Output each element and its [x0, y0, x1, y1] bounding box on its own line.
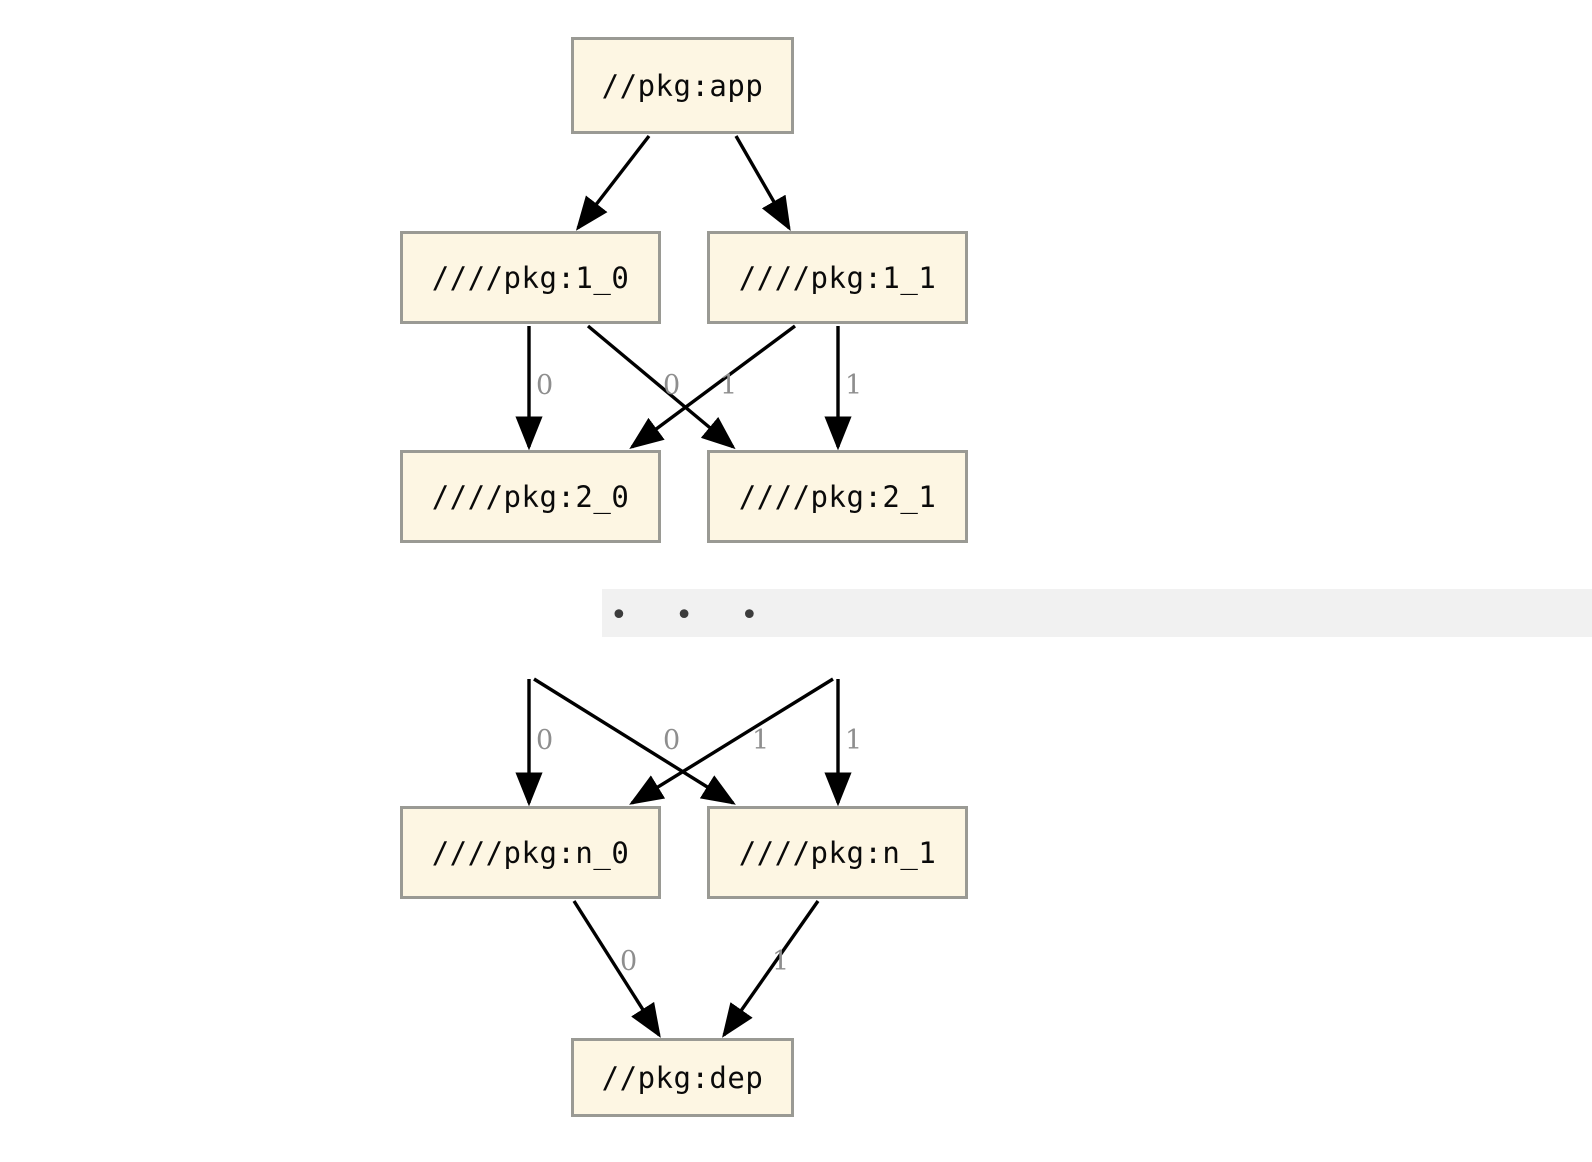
e-up2-n_0: [629, 677, 834, 805]
edge-label-e-up2-n_1: 1: [845, 725, 863, 756]
e-app-1_1: [734, 135, 791, 231]
node-ln_1[interactable]: ////pkg:n_1: [707, 806, 968, 899]
node-label: ////pkg:1_1: [738, 260, 937, 295]
edge-label-e-up2-n_0: 1: [752, 725, 770, 756]
e-1_0-2_1: [586, 324, 736, 450]
e-up-n_1: [533, 677, 736, 805]
edge-label-e-n_1-dep: 1: [772, 946, 790, 977]
edge-label-e-up-n_1: 0: [663, 725, 681, 756]
node-label: ////pkg:n_0: [431, 835, 630, 870]
e-app-1_0: [575, 134, 651, 231]
node-ln_0[interactable]: ////pkg:n_0: [400, 806, 661, 899]
node-label: //pkg:app: [601, 68, 764, 103]
node-l1_1[interactable]: ////pkg:1_1: [707, 231, 968, 324]
ellipsis-separator-band: • • •: [602, 589, 1592, 637]
node-l2_1[interactable]: ////pkg:2_1: [707, 450, 968, 543]
edge-label-e-n_0-dep: 0: [620, 946, 638, 977]
e-n_1-dep: [722, 900, 820, 1038]
edge-label-e-up-n_0: 0: [536, 725, 554, 756]
e-1_1-2_0: [629, 324, 797, 450]
edge-label-e-1_1-2_0: 1: [720, 370, 738, 401]
node-app[interactable]: //pkg:app: [571, 37, 794, 134]
node-label: ////pkg:2_1: [738, 479, 937, 514]
node-l2_0[interactable]: ////pkg:2_0: [400, 450, 661, 543]
edge-label-e-1_0-2_0: 0: [536, 370, 554, 401]
ellipsis-dots: • • •: [610, 598, 778, 633]
node-label: ////pkg:2_0: [431, 479, 630, 514]
node-label: //pkg:dep: [601, 1060, 764, 1095]
node-l1_0[interactable]: ////pkg:1_0: [400, 231, 661, 324]
node-label: ////pkg:1_0: [431, 260, 630, 295]
node-dep[interactable]: //pkg:dep: [571, 1038, 794, 1117]
e-n_0-dep: [572, 900, 661, 1038]
node-label: ////pkg:n_1: [738, 835, 937, 870]
edge-label-e-1_0-2_1: 0: [663, 370, 681, 401]
edge-label-e-1_1-2_1: 1: [845, 370, 863, 401]
